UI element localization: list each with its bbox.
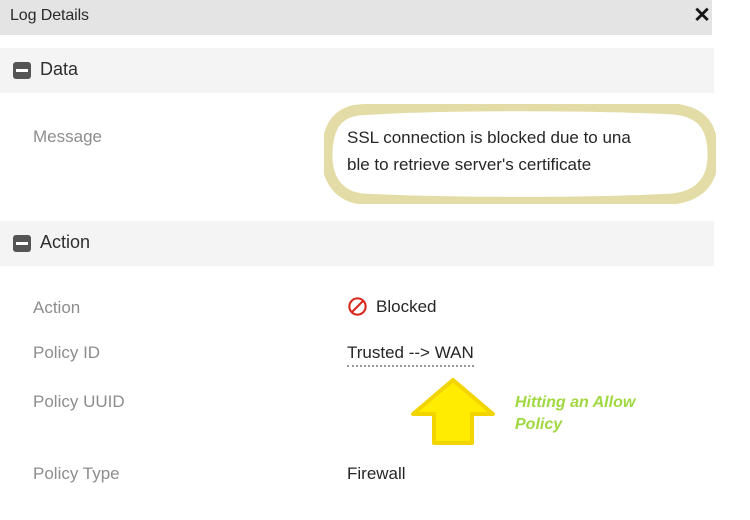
- field-label-policy-id: Policy ID: [33, 343, 101, 362]
- section-header-data[interactable]: Data: [0, 48, 714, 93]
- status-badge-action: Blocked: [347, 296, 436, 317]
- minus-square-icon[interactable]: [13, 62, 31, 79]
- section-header-action[interactable]: Action: [0, 221, 714, 266]
- minus-square-icon[interactable]: [13, 235, 31, 252]
- titlebar: Log Details: [0, 0, 712, 35]
- field-label-policy-type: Policy Type: [33, 464, 120, 483]
- page-title: Log Details: [10, 7, 89, 24]
- annotation-note-text: Hitting an Allow Policy: [515, 394, 636, 433]
- field-label-message: Message: [33, 127, 102, 146]
- blocked-circle-icon: [348, 297, 367, 316]
- field-value-policy-id[interactable]: Trusted --> WAN: [347, 343, 474, 367]
- annotation-up-arrow-icon: [411, 378, 495, 445]
- field-label-action: Action: [33, 298, 81, 317]
- section-title-action: Action: [40, 232, 91, 252]
- status-label-action: Blocked: [376, 296, 437, 316]
- field-label-policy-uuid: Policy UUID: [33, 392, 125, 411]
- close-icon[interactable]: ✕: [693, 4, 711, 27]
- field-value-policy-type: Firewall: [347, 464, 406, 483]
- section-title-data: Data: [40, 59, 79, 79]
- field-value-message: SSL connection is blocked due to una ble…: [347, 128, 631, 174]
